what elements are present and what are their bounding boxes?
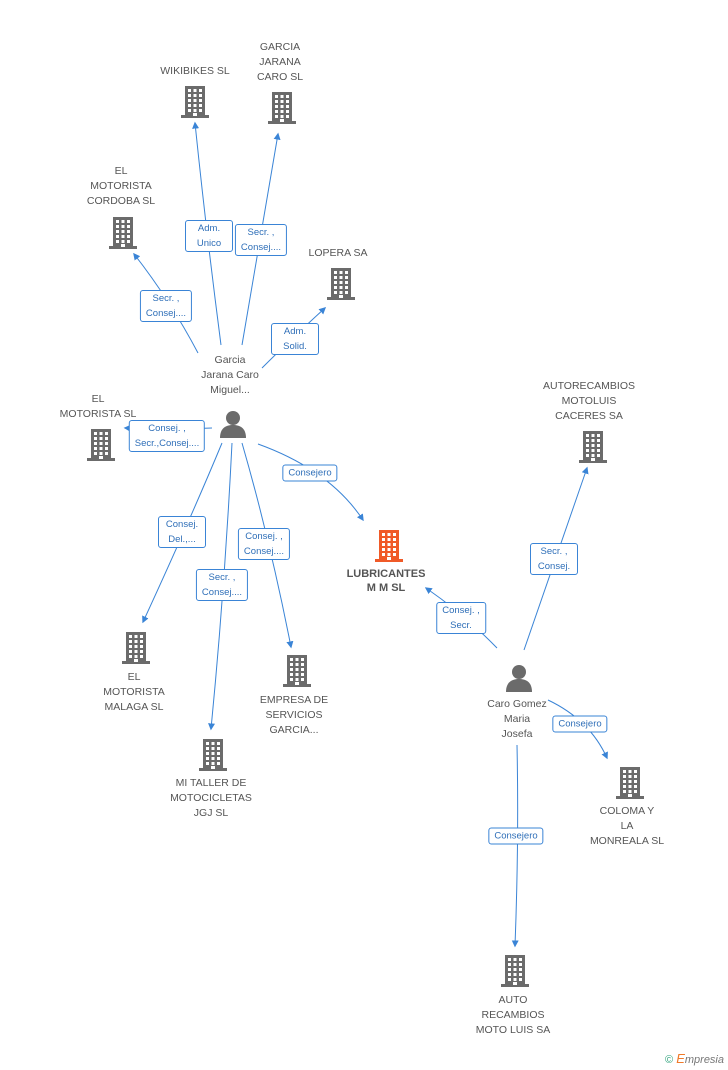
edge-label-e10: Consej. , Secr. bbox=[436, 602, 486, 634]
brand-logo: Empresia bbox=[676, 1051, 724, 1066]
node-label-auto-recambios-moto-luis[interactable]: AUTO RECAMBIOS MOTO LUIS SA bbox=[475, 994, 551, 1036]
edge-label-e13: Consejero bbox=[488, 827, 544, 845]
edge-label-e12: Consejero bbox=[552, 715, 608, 733]
company-building-icon[interactable] bbox=[326, 267, 356, 306]
company-building-icon[interactable] bbox=[615, 766, 645, 805]
company-building-icon[interactable] bbox=[108, 216, 138, 255]
company-building-icon[interactable] bbox=[267, 91, 297, 130]
company-building-icon[interactable] bbox=[500, 954, 530, 993]
edge-label-e2: Secr. , Consej.... bbox=[234, 224, 288, 256]
node-label-person-garcia[interactable]: Garcia Jarana Caro Miguel... bbox=[201, 354, 259, 396]
node-label-coloma[interactable]: COLOMA Y LA MONREALA SL bbox=[589, 805, 665, 847]
focus-company-building-icon[interactable] bbox=[374, 529, 404, 568]
edge-label-e8: Consej. , Consej.... bbox=[237, 528, 291, 560]
node-label-empresa-servicios[interactable]: EMPRESA DE SERVICIOS GARCIA... bbox=[259, 694, 329, 736]
company-building-icon[interactable] bbox=[180, 85, 210, 124]
node-label-wikibikes[interactable]: WIKIBIKES SL bbox=[160, 65, 230, 77]
person-icon[interactable] bbox=[504, 663, 534, 698]
company-building-icon[interactable] bbox=[198, 738, 228, 777]
person-icon[interactable] bbox=[218, 409, 248, 444]
footer-brand: © Empresia bbox=[665, 1051, 724, 1066]
node-label-lopera[interactable]: LOPERA SA bbox=[308, 247, 368, 259]
company-building-icon[interactable] bbox=[578, 430, 608, 469]
edge-person_caro-to-auto_recambios_moto_luis bbox=[511, 744, 519, 948]
edge-label-e1: Adm. Unico bbox=[185, 220, 233, 252]
edge-label-e3: Secr. , Consej.... bbox=[139, 290, 193, 322]
edge-label-e11: Secr. , Consej. bbox=[530, 543, 578, 575]
node-label-person-caro[interactable]: Caro Gomez Maria Josefa bbox=[487, 698, 547, 740]
node-label-garcia-jarana-caro[interactable]: GARCIA JARANA CARO SL bbox=[256, 41, 304, 83]
node-label-motorista-cordoba[interactable]: EL MOTORISTA CORDOBA SL bbox=[86, 165, 156, 207]
edge-label-e5: Consej. , Secr.,Consej.... bbox=[128, 420, 206, 452]
company-building-icon[interactable] bbox=[86, 428, 116, 467]
company-building-icon[interactable] bbox=[282, 654, 312, 693]
edge-label-e4: Adm. Solid. bbox=[271, 323, 319, 355]
copyright-symbol: © bbox=[665, 1054, 674, 1066]
node-label-lubricantes[interactable]: LUBRICANTES M M SL bbox=[346, 568, 426, 594]
node-label-mi-taller[interactable]: MI TALLER DE MOTOCICLETAS JGJ SL bbox=[170, 777, 252, 819]
edge-person_garcia-to-lubricantes bbox=[257, 443, 364, 522]
node-label-motorista[interactable]: EL MOTORISTA SL bbox=[59, 393, 137, 420]
node-label-motorista-malaga[interactable]: EL MOTORISTA MALAGA SL bbox=[103, 671, 165, 713]
edge-label-e7: Consej. Del.,... bbox=[158, 516, 206, 548]
node-label-autorecambios-motoluis[interactable]: AUTORECAMBIOS MOTOLUIS CACERES SA bbox=[543, 380, 635, 422]
company-building-icon[interactable] bbox=[121, 631, 151, 670]
edge-label-e6: Consejero bbox=[282, 464, 338, 482]
edge-label-e9: Secr. , Consej.... bbox=[195, 569, 249, 601]
